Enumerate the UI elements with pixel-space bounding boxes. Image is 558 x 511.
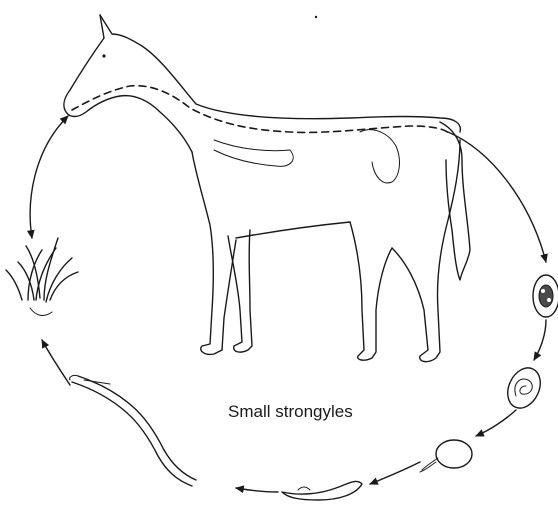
- hatching-egg-icon: [420, 440, 472, 472]
- infective-larva-icon: [69, 375, 196, 486]
- diagram-caption: Small strongyles: [228, 402, 353, 422]
- first-stage-larva-icon: [282, 481, 362, 500]
- horse-illustration: [64, 15, 470, 362]
- speck-mark: [315, 16, 317, 18]
- egg-stage-icon: [533, 275, 558, 317]
- grass-icon: [6, 238, 78, 315]
- cycle-arrows: [30, 116, 546, 492]
- embryonated-egg-icon: [502, 363, 547, 414]
